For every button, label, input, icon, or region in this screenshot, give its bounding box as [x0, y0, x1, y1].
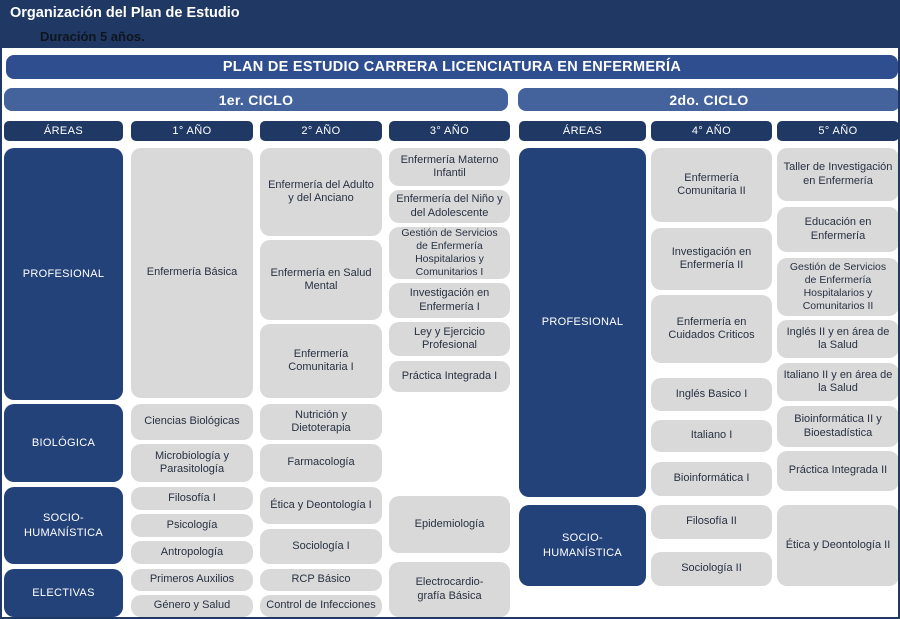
col-header-areas-c2: ÁREAS [519, 121, 646, 141]
course-box: Primeros Auxilios [131, 569, 253, 591]
area-electivas: ELECTIVAS [4, 569, 123, 617]
course-box: Ética y Deontología I [260, 487, 382, 524]
course-box: Sociología II [651, 552, 772, 586]
course-box: Taller de Investigación en Enfermería [777, 148, 898, 201]
course-box: Enfermería Comunitaria II [651, 148, 772, 222]
col-header-areas-c1: ÁREAS [4, 121, 123, 141]
course-box: Italiano I [651, 420, 772, 452]
course-box: Electrocardio- grafía Básica [389, 562, 510, 617]
course-box: Inglés Basico I [651, 378, 772, 411]
course-box: Enfermería en Salud Mental [260, 240, 382, 320]
course-box: Ley y Ejercicio Profesional [389, 322, 510, 356]
course-box: Práctica Integrada II [777, 451, 898, 491]
duration-note: Duración 5 años. [40, 29, 145, 44]
course-box: Enfermería Comunitaria I [260, 324, 382, 398]
course-box: Bioinformática I [651, 462, 772, 496]
course-box: Práctica Integrada I [389, 361, 510, 392]
course-box: Enfermería en Cuidados Criticos [651, 295, 772, 363]
area-profesional-c1: PROFESIONAL [4, 148, 123, 400]
col-header-year3: 3° AÑO [389, 121, 510, 141]
course-box: Enfermería Materno Infantil [389, 148, 510, 186]
col-header-year4: 4° AÑO [651, 121, 772, 141]
course-box: Investigación en Enfermería I [389, 283, 510, 318]
course-box: Filosofía I [131, 487, 253, 510]
course-box: Filosofía II [651, 505, 772, 539]
course-box: Educación en Enfermería [777, 207, 898, 252]
course-box: Psicología [131, 514, 253, 537]
course-box: Gestión de Servicios de Enfermería Hospi… [777, 258, 898, 316]
cycle1-header: 1er. CICLO [4, 88, 508, 111]
course-box: Bioinformática II y Bioestadística [777, 406, 898, 447]
top-header-band: Organización del Plan de Estudio Duració… [2, 0, 898, 48]
course-box: RCP Básico [260, 569, 382, 591]
col-header-year1: 1° AÑO [131, 121, 253, 141]
course-box: Italiano II y en área de la Salud [777, 363, 898, 401]
cycle2-header: 2do. CICLO [518, 88, 898, 111]
area-socio-humanistica-c1: SOCIO- HUMANÍSTICA [4, 487, 123, 564]
course-box: Antropología [131, 541, 253, 564]
course-box: Sociología I [260, 529, 382, 564]
course-box: Ciencias Biológicas [131, 404, 253, 440]
course-box: Control de Infecciones [260, 595, 382, 617]
course-box: Género y Salud [131, 595, 253, 617]
course-box: Microbiología y Parasitología [131, 444, 253, 482]
course-box: Epidemiología [389, 496, 510, 553]
course-box: Investigación en Enfermería II [651, 228, 772, 290]
course-box: Enfermería Básica [131, 148, 253, 398]
area-profesional-c2: PROFESIONAL [519, 148, 646, 497]
plan-title: PLAN DE ESTUDIO CARRERA LICENCIATURA EN … [6, 55, 898, 79]
course-box: Enfermería del Adulto y del Anciano [260, 148, 382, 236]
course-box: Ética y Deontología II [777, 505, 898, 586]
col-header-year2: 2° AÑO [260, 121, 382, 141]
area-socio-humanistica-c2: SOCIO- HUMANÍSTICA [519, 505, 646, 586]
course-box: Inglés II y en área de la Salud [777, 320, 898, 358]
col-header-year5: 5° AÑO [777, 121, 898, 141]
page-title: Organización del Plan de Estudio [10, 5, 240, 21]
course-box: Gestión de Servicios de Enfermería Hospi… [389, 227, 510, 279]
course-box: Nutrición y Dietoterapia [260, 404, 382, 440]
course-box: Farmacología [260, 444, 382, 482]
course-box: Enfermería del Niño y del Adolescente [389, 190, 510, 223]
area-biologica: BIOLÓGICA [4, 404, 123, 482]
